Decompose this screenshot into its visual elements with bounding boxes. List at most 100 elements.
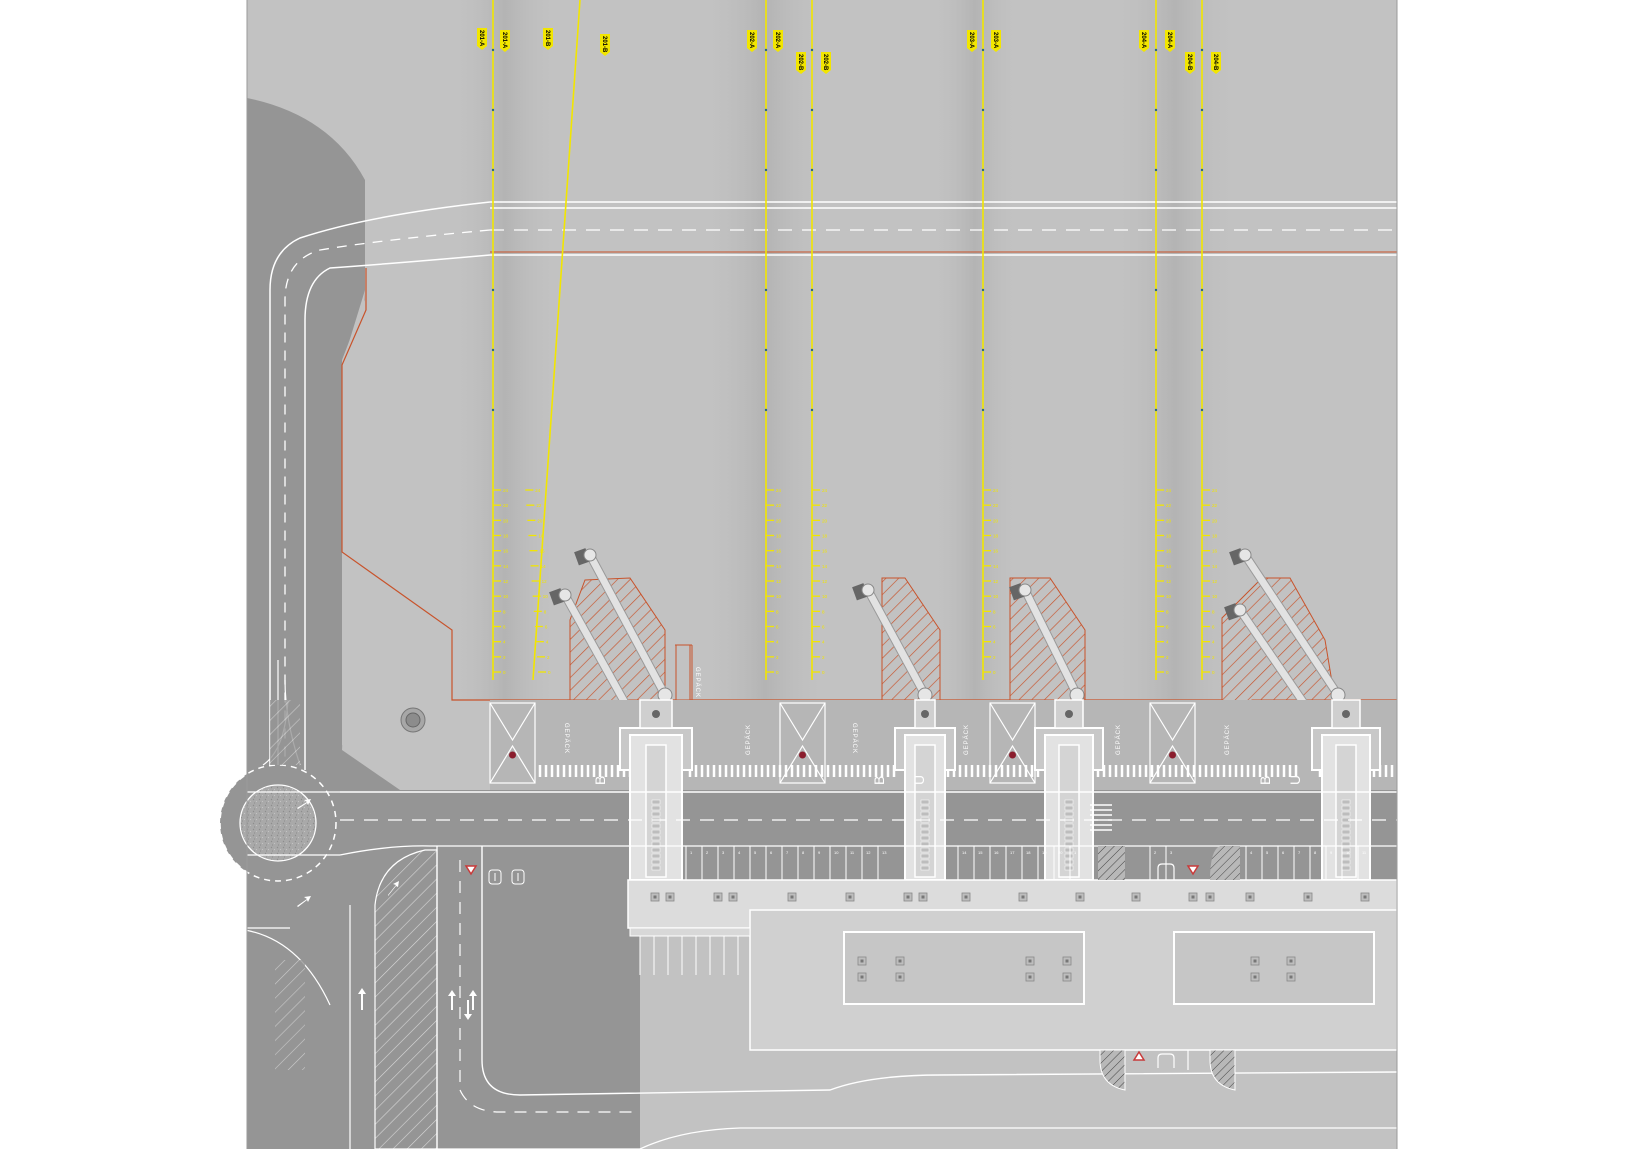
apron-limit-line-left [341, 268, 1397, 701]
scale-label: 4 [993, 640, 996, 645]
scale-label: 14 [541, 564, 547, 569]
scale-label: 12 [776, 579, 782, 584]
svg-text:202-A: 202-A [748, 32, 754, 49]
loading-zone [489, 702, 536, 784]
gate-tag: 201-B [543, 28, 553, 50]
parking-number: 9 [818, 850, 821, 855]
scale-label: 2 [503, 655, 506, 660]
scale-label: 4 [503, 640, 506, 645]
jet-bridges [549, 548, 1346, 720]
gate-tag: 203-A [991, 30, 1001, 52]
gate-tag: 201-A [477, 28, 487, 50]
scale-label: 0 [548, 670, 551, 675]
scale-label: 22 [1212, 503, 1218, 508]
stand-crossings [1090, 804, 1240, 880]
scale-label: 6 [545, 625, 548, 630]
parking-number: 15 [978, 850, 983, 855]
gate-tag: 202-A [773, 30, 783, 52]
svg-text:203-A: 203-A [992, 32, 998, 49]
baggage-label: GEPÄCK [1115, 724, 1122, 755]
scale-label: 10 [543, 594, 549, 599]
svg-text:204-B: 204-B [1186, 54, 1192, 71]
scale-label: 14 [822, 564, 828, 569]
scale-label: 0 [1166, 670, 1169, 675]
arrow-icon [448, 990, 456, 1010]
gate-tag: 202-B [796, 52, 806, 74]
parking-number: 19 [1042, 850, 1047, 855]
scale-label: 18 [1166, 534, 1172, 539]
scale-label: 24 [822, 488, 828, 493]
scale-label: 16 [776, 549, 782, 554]
gate-tag: 201-B [600, 34, 610, 56]
scale-label: 18 [1212, 534, 1218, 539]
scale-label: 20 [1166, 518, 1172, 523]
parking-number: 12 [866, 850, 871, 855]
baggage-label: GEPÄCK [851, 723, 858, 754]
scale-label: 4 [1212, 640, 1215, 645]
area-letter: U [1287, 775, 1303, 785]
scale-label: 0 [993, 670, 996, 675]
baggage-label: GEPÄCK [745, 724, 752, 755]
parking-number: 4 [1250, 850, 1253, 855]
scale-label: 8 [822, 609, 825, 614]
arrow-icon [464, 1000, 472, 1020]
scale-label: 18 [538, 534, 544, 539]
jet-bridge [1009, 583, 1085, 703]
parking-number: 14 [962, 850, 967, 855]
parking-number: 6 [770, 850, 773, 855]
svg-text:201-A: 201-A [478, 30, 484, 47]
arrow-icon [297, 799, 311, 809]
yield-icon [464, 865, 478, 876]
scale-label: 22 [1166, 503, 1172, 508]
scale-label: 22 [503, 503, 509, 508]
scale-label: 20 [1212, 518, 1218, 523]
parking-number: 17 [1010, 850, 1015, 855]
svg-text:201-A: 201-A [501, 32, 507, 49]
scale-label: 4 [776, 640, 779, 645]
scale-label: 12 [542, 579, 548, 584]
area-letter: B [1257, 776, 1273, 785]
scale-label: 4 [546, 640, 549, 645]
scale-label: 18 [822, 534, 828, 539]
scale-label: 6 [1212, 625, 1215, 630]
sign-icon [511, 869, 525, 885]
yield-icon [1132, 1050, 1146, 1061]
landside-road-area [247, 98, 1397, 1149]
svg-text:202-B: 202-B [797, 54, 803, 71]
gate-tag: 204-B [1185, 52, 1195, 74]
gate-tag: 204-A [1165, 30, 1175, 52]
scale-label: 24 [503, 488, 509, 493]
gate-tag: 202-A [747, 30, 757, 52]
svg-text:204-B: 204-B [1212, 54, 1218, 71]
lead-in-lines [492, 0, 1203, 681]
parking-number: 8 [802, 850, 805, 855]
scale-label: 20 [537, 518, 543, 523]
scale-label: 14 [1166, 564, 1172, 569]
scale-label: 12 [503, 579, 509, 584]
scale-label: 14 [1212, 564, 1218, 569]
parking-number: 2 [1154, 850, 1157, 855]
svg-text:201-B: 201-B [544, 30, 550, 47]
scale-label: 16 [1212, 549, 1218, 554]
scale-label: 8 [776, 609, 779, 614]
pier-connector [619, 699, 693, 881]
scale-label: 22 [993, 503, 999, 508]
gate-tags: 201-A 201-A 201-B 201-B 202-A 202-A 202-… [477, 28, 1221, 74]
scale-label: 2 [1166, 655, 1169, 660]
scale-label: 8 [544, 609, 547, 614]
lead-line-dots [491, 48, 1204, 412]
svg-text:204-A: 204-A [1140, 32, 1146, 49]
stop-scales: 2422201816141210864202422201816141210864… [493, 488, 1218, 675]
scale-label: 24 [1212, 488, 1218, 493]
scale-label: 24 [993, 488, 999, 493]
jet-bridge [1229, 548, 1346, 703]
scale-label: 2 [776, 655, 779, 660]
parking-number: 3 [1170, 850, 1173, 855]
bridge-clearance-zones [569, 577, 1336, 723]
arrow-icon [358, 988, 366, 1010]
